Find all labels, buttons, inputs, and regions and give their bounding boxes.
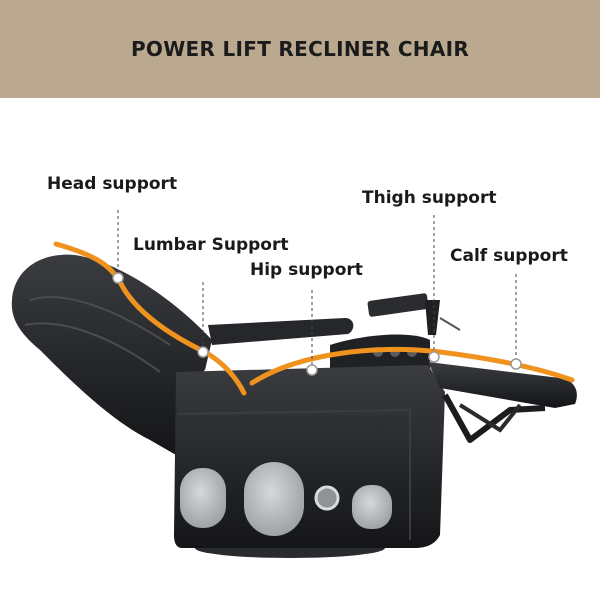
tray-rod (439, 317, 461, 331)
lumbar-marker (197, 346, 209, 358)
thigh-support-label: Thigh support (362, 188, 497, 208)
speaker-tweeter (314, 485, 340, 511)
hip-support-label: Hip support (250, 260, 363, 280)
speaker-right (352, 485, 392, 529)
calf-marker (510, 358, 522, 370)
speaker-large (244, 462, 304, 536)
backrest-cushion-seam (29, 296, 171, 346)
head-marker (112, 272, 124, 284)
head-support-label: Head support (47, 174, 178, 194)
page-title: POWER LIFT RECLINER CHAIR (130, 37, 470, 61)
backrest (11, 254, 212, 455)
footrest (428, 362, 577, 408)
tray-arm (425, 300, 440, 335)
base-panel-seam (177, 408, 411, 540)
thigh-marker (428, 351, 440, 363)
hip-marker (306, 364, 318, 376)
tray-table (367, 293, 429, 317)
calf-support-label: Calf support (450, 246, 568, 266)
title-banner: POWER LIFT RECLINER CHAIR (0, 0, 600, 98)
armrest (208, 318, 354, 345)
support-curve (53, 241, 247, 396)
lumbar-support-label: Lumbar Support (133, 235, 289, 255)
recliner-chair-image (11, 210, 577, 558)
speaker-small (180, 468, 226, 528)
backrest-cushion-seam-2 (24, 322, 161, 373)
